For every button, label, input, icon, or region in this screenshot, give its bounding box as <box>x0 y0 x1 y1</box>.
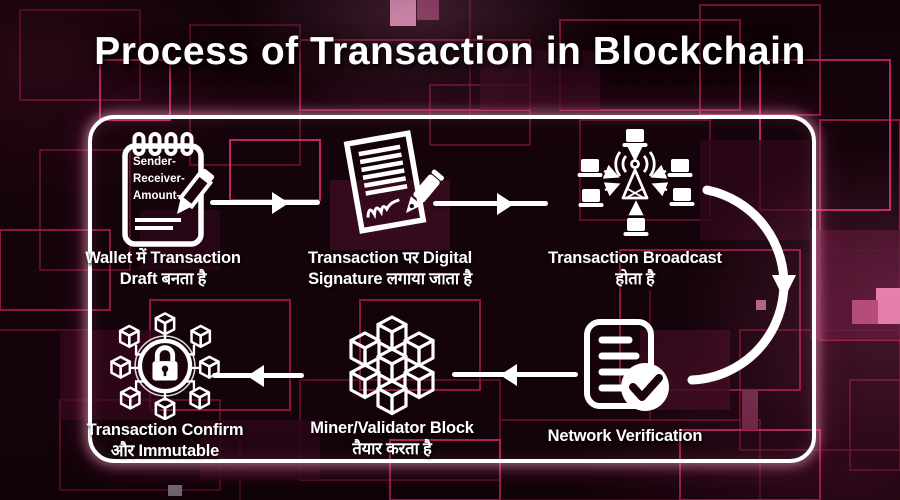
step-network-verification: Network Verification <box>525 318 725 447</box>
step-label: Transaction पर Digital Signature लगाया ज… <box>308 249 472 288</box>
notepad-pencil-icon: Sender- Receiver- Amount- <box>63 130 263 248</box>
draft-note-lines: Sender- Receiver- Amount- <box>133 154 185 205</box>
curved-arrow-broadcast-to-verification <box>687 185 796 385</box>
block-cubes-icon <box>292 314 492 418</box>
lock-network-icon <box>70 312 260 420</box>
document-check-icon <box>525 318 725 414</box>
flow-panel-border <box>88 115 816 463</box>
arrow-draft-to-signature <box>210 200 320 205</box>
step-label: Transaction Confirm और Immutable <box>86 421 244 460</box>
step-confirm-immutable: Transaction Confirm और Immutable <box>70 312 260 462</box>
note-sender: Sender- <box>133 156 176 168</box>
step-label: Transaction Broadcast होता है <box>548 249 722 288</box>
step-digital-signature: Transaction पर Digital Signature लगाया ज… <box>285 130 495 290</box>
arrow-miner-to-confirm <box>212 373 304 378</box>
step-miner-block: Miner/Validator Block तैयार करता है <box>292 314 492 460</box>
page-title: Process of Transaction in Blockchain <box>94 30 806 73</box>
arrow-signature-to-broadcast <box>433 201 548 206</box>
step-label: Network Verification <box>547 427 703 445</box>
step-wallet-draft: Sender- Receiver- Amount- Wallet में Tra… <box>63 130 263 290</box>
step-label: Miner/Validator Block तैयार करता है <box>310 419 474 458</box>
step-label: Wallet में Transaction Draft बनता है <box>85 249 241 288</box>
step-broadcast: Transaction Broadcast होता है <box>535 124 735 290</box>
note-receiver: Receiver- <box>133 173 185 185</box>
note-amount: Amount- <box>133 190 181 202</box>
broadcast-tower-icon <box>535 124 735 236</box>
document-pen-icon <box>285 130 495 248</box>
arrow-verification-to-miner <box>452 372 578 377</box>
